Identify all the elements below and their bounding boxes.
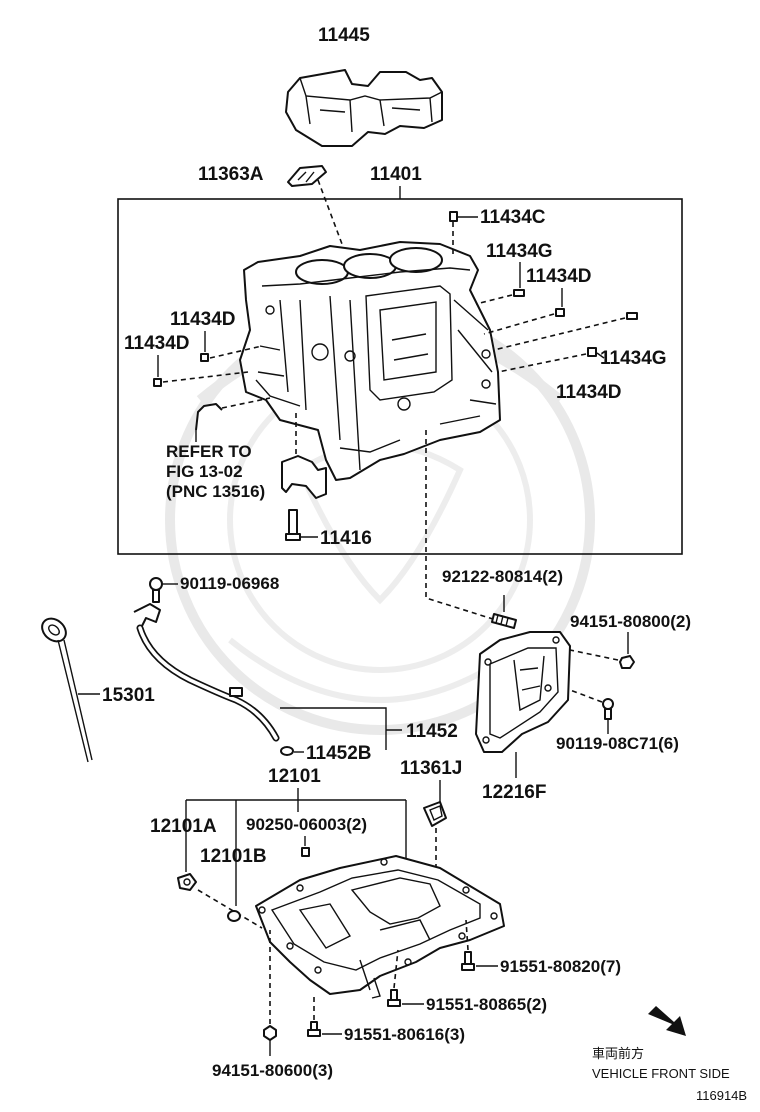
part-label-90119-06968: 90119-06968 bbox=[180, 574, 279, 593]
plug-11434D-left-upper[interactable] bbox=[200, 353, 209, 362]
part-label-11434D-right: 11434D bbox=[526, 266, 592, 287]
part-label-11434G-top: 11434G bbox=[486, 241, 553, 262]
bolt-91551-80865[interactable] bbox=[387, 989, 401, 1007]
figure-id: 116914B bbox=[696, 1088, 747, 1103]
washer-12101B[interactable] bbox=[227, 910, 241, 922]
bolt-90119-06968[interactable] bbox=[149, 577, 163, 603]
nut-94151-80600[interactable] bbox=[263, 1025, 277, 1041]
oring-11452B[interactable] bbox=[280, 746, 294, 756]
part-label-11434C: 11434C bbox=[480, 207, 546, 228]
part-label-11363A: 11363A bbox=[198, 164, 264, 185]
vehicle-front-label-jp: 車両前方 bbox=[592, 1046, 644, 1061]
refer-note-line3: (PNC 13516) bbox=[166, 482, 265, 501]
part-label-11452B: 11452B bbox=[306, 743, 372, 764]
part-label-11434D-left-upper: 11434D bbox=[170, 309, 236, 330]
plug-11434D-right[interactable] bbox=[555, 308, 565, 317]
bolt-11416[interactable] bbox=[285, 509, 301, 541]
bolt-90119-08C71[interactable] bbox=[602, 698, 614, 720]
part-label-11401: 11401 bbox=[370, 164, 422, 185]
refer-note-line1: REFER TO bbox=[166, 442, 252, 461]
bearing-cap bbox=[281, 410, 327, 499]
dipstick-guide-11452[interactable] bbox=[133, 603, 280, 742]
engine-cover-11445[interactable] bbox=[285, 69, 443, 147]
part-label-11434D-left-lower: 11434D bbox=[124, 333, 190, 354]
part-label-11452: 11452 bbox=[406, 721, 458, 742]
plug-11434G-top[interactable] bbox=[513, 289, 525, 297]
part-label-92122: 92122-80814(2) bbox=[442, 567, 563, 586]
part-label-12216F: 12216F bbox=[482, 782, 546, 803]
part-label-91551-80616: 91551-80616(3) bbox=[344, 1025, 465, 1044]
part-label-91551-80865: 91551-80865(2) bbox=[426, 995, 547, 1014]
plug-11434D-left-lower[interactable] bbox=[153, 378, 162, 387]
part-label-12101: 12101 bbox=[268, 766, 321, 787]
bolt-91551-80820[interactable] bbox=[461, 951, 475, 971]
oil-pan-12101[interactable] bbox=[255, 855, 505, 999]
timing-cover-12216F[interactable] bbox=[475, 631, 571, 753]
nut-94151-80800[interactable] bbox=[619, 655, 635, 669]
stud-92122[interactable] bbox=[491, 613, 517, 629]
plug-11434C[interactable] bbox=[449, 211, 458, 222]
plug-11434G-right[interactable] bbox=[626, 312, 638, 320]
part-label-15301: 15301 bbox=[102, 685, 155, 706]
bolt-12101A[interactable] bbox=[177, 873, 197, 891]
refer-note-line2: FIG 13-02 bbox=[166, 462, 243, 481]
part-label-11434G-right: 11434G bbox=[600, 348, 667, 369]
part-label-12101B: 12101B bbox=[200, 846, 267, 867]
plug-11434D-right-lower[interactable] bbox=[587, 347, 597, 357]
part-label-90250-06003: 90250-06003(2) bbox=[246, 815, 367, 834]
part-label-91551-80820: 91551-80820(7) bbox=[500, 957, 621, 976]
part-label-12101A: 12101A bbox=[150, 816, 217, 837]
part-label-94151-80600: 94151-80600(3) bbox=[212, 1061, 333, 1080]
part-label-11445: 11445 bbox=[318, 25, 370, 46]
cylinder-block-11401[interactable] bbox=[239, 241, 501, 481]
dipstick-15301[interactable] bbox=[38, 614, 93, 763]
front-direction-arrow bbox=[648, 1006, 686, 1036]
gasket-11361J[interactable] bbox=[423, 801, 447, 827]
part-label-11416: 11416 bbox=[320, 528, 372, 549]
bolt-91551-80616[interactable] bbox=[307, 1021, 321, 1037]
part-label-90119-08C71: 90119-08C71(6) bbox=[556, 734, 679, 753]
part-label-11361J: 11361J bbox=[400, 758, 462, 779]
plug-90250-06003[interactable] bbox=[301, 847, 310, 857]
part-label-11434D-right-lower: 11434D bbox=[556, 382, 622, 403]
part-label-94151-80800: 94151-80800(2) bbox=[570, 612, 691, 631]
oil-jet-pipe bbox=[195, 397, 271, 431]
gasket-11363A[interactable] bbox=[287, 165, 327, 187]
vehicle-front-label-en: VEHICLE FRONT SIDE bbox=[592, 1066, 730, 1081]
